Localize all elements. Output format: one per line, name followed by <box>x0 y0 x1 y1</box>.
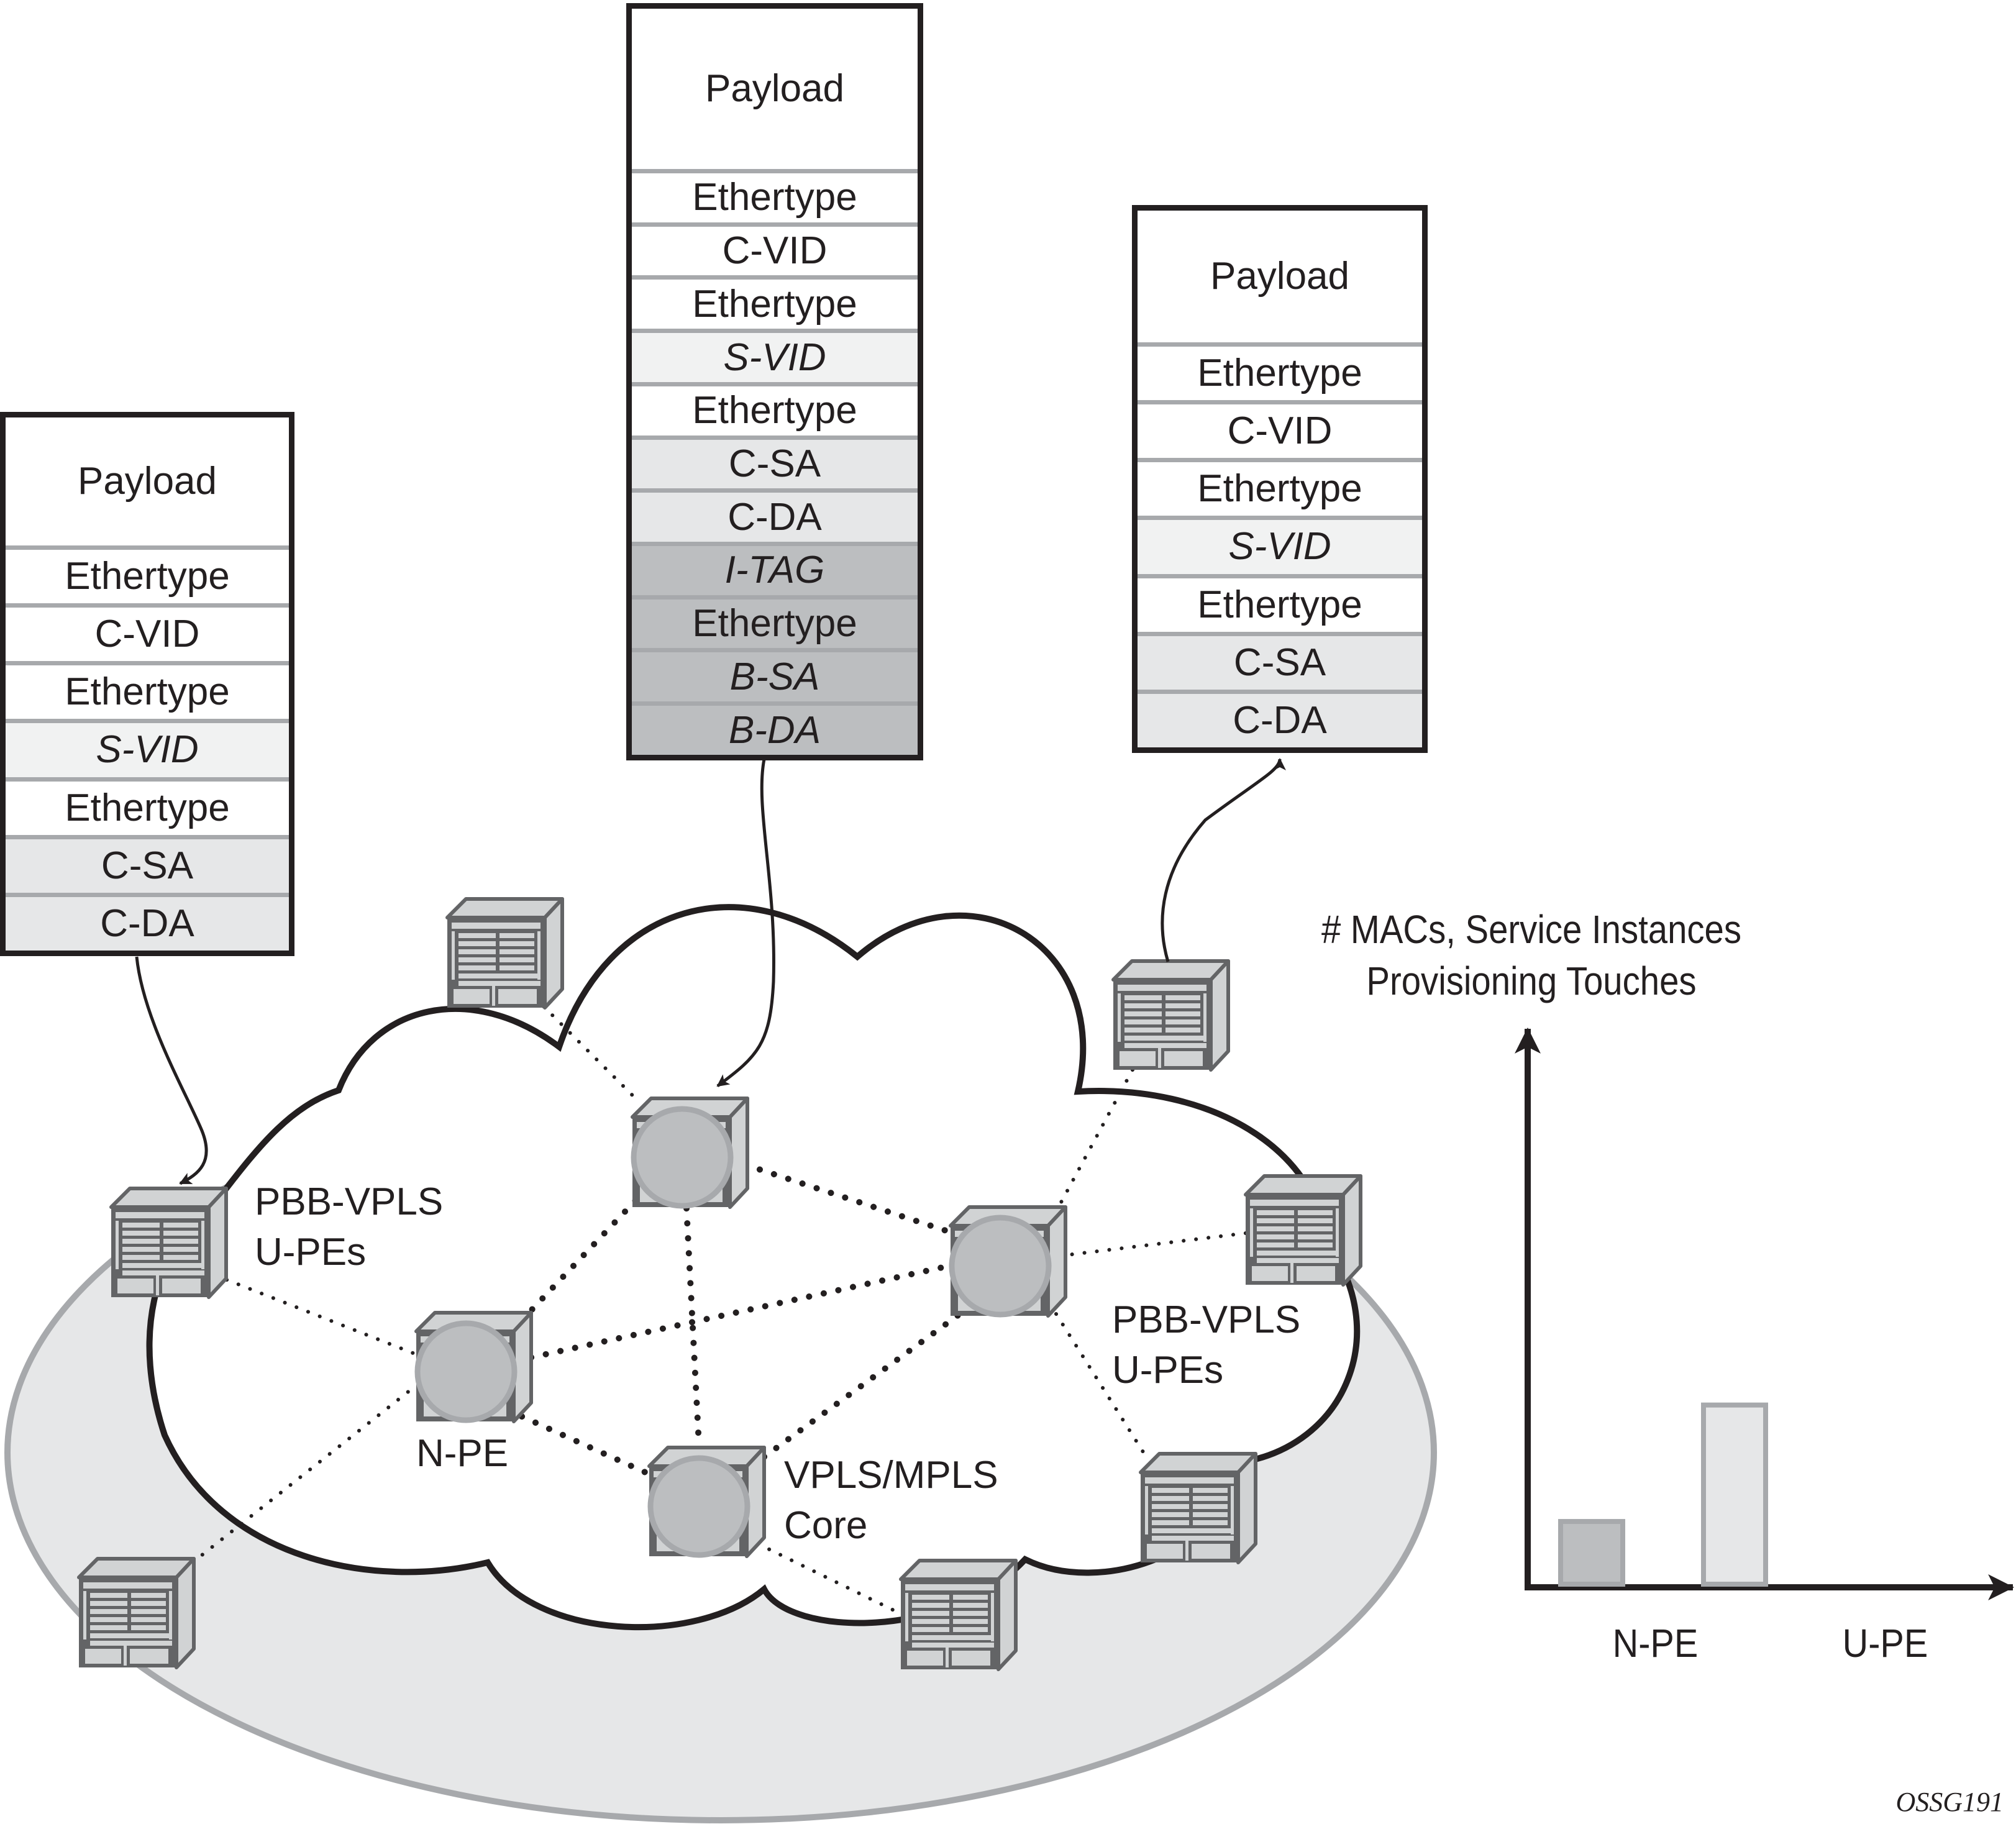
left-upe-label-line2: U-PEs <box>255 1230 367 1274</box>
core-link <box>519 1193 643 1323</box>
packet-field: Ethertype <box>632 381 918 435</box>
chart-title-line2: Provisioning Touches <box>1366 959 1697 1004</box>
packet-field: S-VID <box>6 719 289 777</box>
core-links <box>519 1162 963 1479</box>
packet-field: Ethertype <box>632 169 918 222</box>
arrow-center-packet-to-npe <box>716 759 775 1088</box>
packet-field: C-SA <box>632 435 918 489</box>
npe-node-right[interactable] <box>951 1207 1065 1316</box>
packet-field: I-TAG <box>632 542 918 595</box>
packet-field: C-DA <box>1138 689 1422 747</box>
chart-category-label-npe: N-PE <box>1612 1621 1699 1666</box>
scaling-bar-chart <box>1515 1027 2015 1600</box>
access-link <box>1054 1068 1134 1213</box>
packet-field: B-SA <box>632 648 918 702</box>
upe-device-bottom-left[interactable] <box>79 1559 194 1667</box>
packet-field: Ethertype <box>632 595 918 649</box>
core-label: VPLS/MPLS Core <box>784 1451 998 1551</box>
core-link <box>761 1311 963 1460</box>
left-upe-label: PBB-VPLS U-PEs <box>255 1177 443 1277</box>
packet-field: C-VID <box>632 222 918 276</box>
npe-node-top[interactable] <box>632 1098 747 1207</box>
chart-title-line1: # MACs, Service Instances <box>1321 907 1742 952</box>
packet-field: Ethertype <box>1138 573 1422 632</box>
npe-node-bottom[interactable] <box>649 1448 764 1556</box>
right-upe-label-line1: PBB-VPLS <box>1112 1298 1301 1341</box>
upe-device-left[interactable] <box>111 1188 226 1297</box>
npe-label: N-PE <box>416 1432 509 1475</box>
packet-field: Ethertype <box>632 275 918 329</box>
core-link <box>742 1162 957 1236</box>
arrow-upe-to-right-packet <box>1161 758 1286 962</box>
packet-field: Ethertype <box>1138 342 1422 401</box>
packet-field: Ethertype <box>6 777 289 835</box>
upe-device-top-left[interactable] <box>447 899 562 1008</box>
chart-title: # MACs, Service Instances Provisioning T… <box>1258 904 1805 1007</box>
npe-node-left[interactable] <box>416 1313 531 1421</box>
upe-device-top-right[interactable] <box>1113 961 1228 1070</box>
arrow-left-packet-to-upe <box>135 956 208 1185</box>
packet-field: S-VID <box>1138 516 1422 574</box>
packet-field: Ethertype <box>6 545 289 604</box>
right-upe-label: PBB-VPLS U-PEs <box>1112 1295 1300 1395</box>
access-links <box>191 1005 1247 1617</box>
packet-field: S-VID <box>632 329 918 382</box>
access-link <box>1065 1231 1247 1257</box>
core-link <box>528 1261 960 1361</box>
packet-field-payload: Payload <box>632 9 918 169</box>
core-label-line1: VPLS/MPLS <box>784 1454 998 1497</box>
right-upe-label-line2: U-PEs <box>1112 1348 1224 1392</box>
packet-field-payload: Payload <box>1138 211 1422 342</box>
upe-device-lower-right[interactable] <box>1141 1454 1256 1562</box>
access-link <box>191 1384 418 1564</box>
packet-field: C-VID <box>6 603 289 662</box>
chart-bar-u-pe <box>1701 1402 1768 1587</box>
core-label-line2: Core <box>784 1503 868 1547</box>
upe-device-right[interactable] <box>1246 1176 1361 1285</box>
figure-id: OSSG191 <box>1895 1787 2004 1817</box>
packet-field: C-VID <box>1138 400 1422 458</box>
core-link <box>519 1413 655 1479</box>
upe-device-bottom[interactable] <box>901 1561 1016 1669</box>
core-link <box>683 1205 702 1448</box>
packet-field-payload: Payload <box>6 417 289 545</box>
chart-bar-n-pe <box>1558 1519 1625 1587</box>
packet-field: C-DA <box>632 488 918 542</box>
packet-field: C-DA <box>6 892 289 951</box>
packet-field: Ethertype <box>1138 458 1422 516</box>
packet-field: B-DA <box>632 701 918 755</box>
packet-field: C-SA <box>6 834 289 893</box>
chart-category-label-upe: U-PE <box>1842 1621 1928 1666</box>
packet-field: C-SA <box>1138 631 1422 690</box>
left-upe-label-line1: PBB-VPLS <box>255 1180 444 1223</box>
packet-field: Ethertype <box>6 661 289 719</box>
access-link <box>225 1278 418 1356</box>
